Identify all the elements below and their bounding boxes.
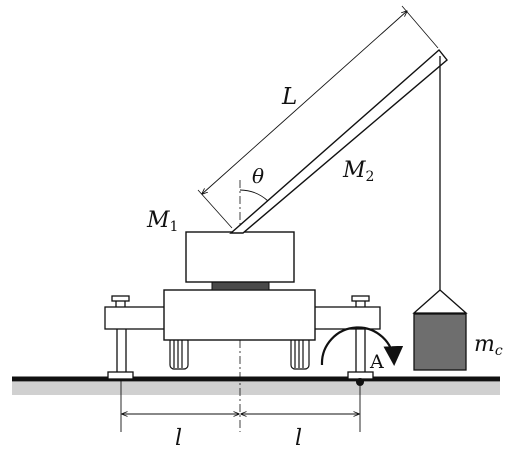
label-boom-subscript: 2 xyxy=(366,169,375,185)
left-outrigger-leg xyxy=(107,295,134,380)
curved-arrow-icon xyxy=(320,326,404,366)
ground xyxy=(12,376,500,395)
label-load-subscript: c xyxy=(495,343,503,359)
angle-arc xyxy=(239,189,269,202)
label-boom-symbol: M xyxy=(342,158,366,183)
boom-length-dimension xyxy=(202,11,407,194)
label-counterweight-symbol: M xyxy=(146,208,170,233)
label-half-base-left: l xyxy=(175,426,182,451)
label-boom-mass: M2 xyxy=(342,158,374,185)
left-outrigger-beam xyxy=(104,306,166,330)
label-counterweight-subscript: 1 xyxy=(170,219,179,235)
boom-length-extension-lower xyxy=(197,189,233,229)
load-block xyxy=(412,289,468,371)
label-boom-length: L xyxy=(281,84,297,110)
boom-length-extension-upper xyxy=(401,5,439,49)
upper-body-counterweight xyxy=(185,231,295,283)
boom xyxy=(229,48,448,234)
carrier-body xyxy=(163,289,316,341)
pivot-dot-icon xyxy=(356,378,364,386)
right-wheel xyxy=(290,336,310,370)
base-dimensions xyxy=(120,380,361,432)
left-wheel xyxy=(169,336,189,370)
label-counterweight-mass: M1 xyxy=(146,208,178,235)
label-load-mass: mc xyxy=(474,332,503,359)
label-load-symbol: m xyxy=(474,332,495,357)
right-outrigger-beam xyxy=(313,306,381,330)
label-pivot: A xyxy=(369,351,384,373)
label-half-base-right: l xyxy=(295,426,302,451)
label-angle: θ xyxy=(252,164,264,188)
